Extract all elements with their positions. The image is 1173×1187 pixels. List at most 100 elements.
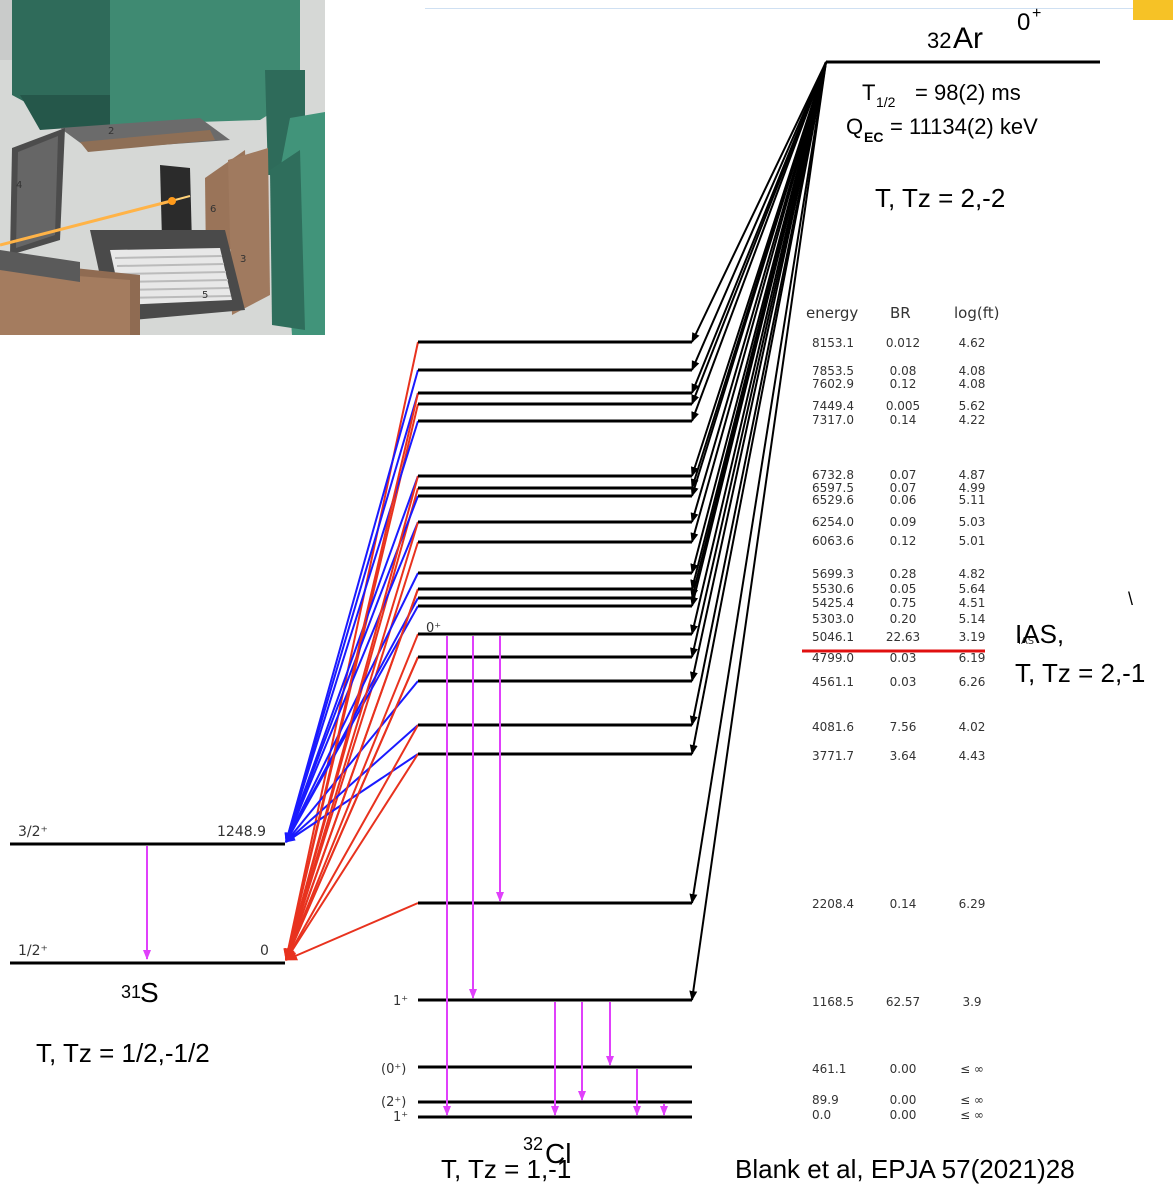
level-logft: 4.08	[959, 364, 986, 378]
level-energy: 4081.6	[812, 720, 854, 734]
s31-isospin: T, Tz = 1/2,-1/2	[36, 1038, 210, 1068]
level-branching-ratio: 0.05	[890, 582, 917, 596]
level-logft: 5.11	[959, 493, 986, 507]
level-energy: 2208.4	[812, 897, 854, 911]
level-logft: 3.9	[962, 995, 981, 1009]
beta-feed-arrow	[691, 61, 827, 371]
level-energy: 7317.0	[812, 413, 854, 427]
proton-arrow-to-excited	[285, 475, 419, 843]
s31-excited-energy: 1248.9	[217, 824, 266, 840]
level-logft: 4.62	[959, 336, 986, 350]
cl32-mass-number: 32	[523, 1134, 543, 1154]
cl32-spin-0: 1⁺	[393, 1110, 408, 1125]
level-branching-ratio: 0.03	[890, 675, 917, 689]
level-logft: 4.02	[959, 720, 986, 734]
proton-transitions	[283, 341, 419, 961]
proton-arrow-to-excited	[285, 521, 419, 843]
s31-ground-energy: 0	[260, 943, 269, 959]
level-logft: 5.01	[959, 534, 986, 548]
proton-arrow-to-ground	[285, 633, 419, 961]
level-logft: 4.51	[959, 596, 986, 610]
beta-feed-arrow	[689, 61, 827, 1001]
level-energy: 8153.1	[812, 336, 854, 350]
level-energy: 4561.1	[812, 675, 854, 689]
proton-line-to-ground	[285, 521, 419, 961]
cl32-spin-1168: 1⁺	[393, 994, 408, 1009]
level-logft: 5.62	[959, 399, 986, 413]
level-logft: 4.82	[959, 567, 986, 581]
level-logft: 4.08	[959, 377, 986, 391]
level-branching-ratio: 7.56	[890, 720, 917, 734]
qec-symbol: Q	[846, 114, 863, 139]
proton-arrow-to-ground	[285, 753, 419, 961]
proton-arrow-to-excited	[285, 724, 419, 843]
level-branching-ratio: 0.00	[890, 1062, 917, 1076]
level-branching-ratio: 0.14	[890, 897, 917, 911]
level-branching-ratio: 0.12	[890, 377, 917, 391]
level-energy: 5699.3	[812, 567, 854, 581]
level-energy: 89.9	[812, 1093, 839, 1107]
gamma-transitions	[443, 636, 668, 1116]
cl32-isospin: T, Tz = 1,-1	[441, 1154, 571, 1184]
ar32-mass-number: 32	[927, 28, 951, 53]
half-life-subscript: 1/2	[876, 94, 896, 110]
teal-block-top	[110, 0, 300, 125]
ias-isospin: T, Tz = 2,-1	[1015, 658, 1145, 688]
half-life-value: = 98(2) ms	[915, 80, 1021, 105]
column-header-br: BR	[890, 304, 911, 322]
level-energy: 6529.6	[812, 493, 854, 507]
level-logft: 6.19	[959, 651, 986, 665]
level-energy: 7853.5	[812, 364, 854, 378]
cl32-spin-90: (2⁺)	[381, 1095, 406, 1110]
proton-arrow-to-excited	[284, 369, 419, 843]
beta-feed-arrow	[690, 61, 827, 543]
level-energy: 6063.6	[812, 534, 854, 548]
cl32-spin-ias: 0⁺	[426, 621, 441, 636]
level-branching-ratio: 0.14	[890, 413, 917, 427]
s31-excited-spin: 3/2⁺	[18, 824, 48, 840]
proton-arrow-to-excited	[284, 392, 419, 843]
level-energy: 5303.0	[812, 612, 854, 626]
level-energy: 3771.7	[812, 749, 854, 763]
stray-mark: \	[1128, 589, 1133, 609]
level-logft: 4.87	[959, 468, 986, 482]
proton-arrow-to-excited	[284, 420, 419, 843]
beta-feed-arrow	[691, 61, 827, 343]
level-logft: 4.99	[959, 481, 986, 495]
level-branching-ratio: 0.00	[890, 1093, 917, 1107]
level-energy: 6732.8	[812, 468, 854, 482]
column-header-logft: log(ft)	[954, 304, 999, 322]
level-energy: 461.1	[812, 1062, 846, 1076]
beta-feed-arrow	[689, 61, 827, 755]
level-energy: 5425.4	[812, 596, 854, 610]
level-logft: 4.43	[959, 749, 986, 763]
level-logft: ≤ ∞	[960, 1062, 984, 1076]
ar32-parity: +	[1032, 5, 1041, 22]
level-branching-ratio: 0.20	[890, 612, 917, 626]
detector-foil	[160, 165, 192, 245]
beta-feed-arrow	[690, 61, 827, 607]
cl32-levels	[418, 340, 692, 1119]
level-branching-ratio: 0.07	[890, 481, 917, 495]
level-logft: 4.22	[959, 413, 986, 427]
level-energy: 1168.5	[812, 995, 854, 1009]
level-branching-ratio: 0.09	[890, 515, 917, 529]
beam-line	[0, 198, 176, 247]
level-branching-ratio: 0.07	[890, 468, 917, 482]
level-energy: 6597.5	[812, 481, 854, 495]
level-branching-ratio: 0.06	[890, 493, 917, 507]
proton-line-to-ground	[285, 656, 419, 961]
proton-arrow-to-excited	[285, 572, 419, 843]
level-energy: 5530.6	[812, 582, 854, 596]
detector-illustration: 2 4 6 3 5	[0, 0, 325, 335]
level-branching-ratio: 0.005	[886, 399, 920, 413]
level-energy: 0.0	[812, 1108, 831, 1122]
ias-tag: IAS	[1018, 636, 1034, 647]
ias-label: IAS,	[1015, 619, 1064, 649]
level-energy: 6254.0	[812, 515, 854, 529]
detector-label-4: 4	[16, 180, 22, 191]
slide-corner-accent	[1133, 0, 1173, 20]
beta-feed-arrow	[691, 61, 827, 422]
